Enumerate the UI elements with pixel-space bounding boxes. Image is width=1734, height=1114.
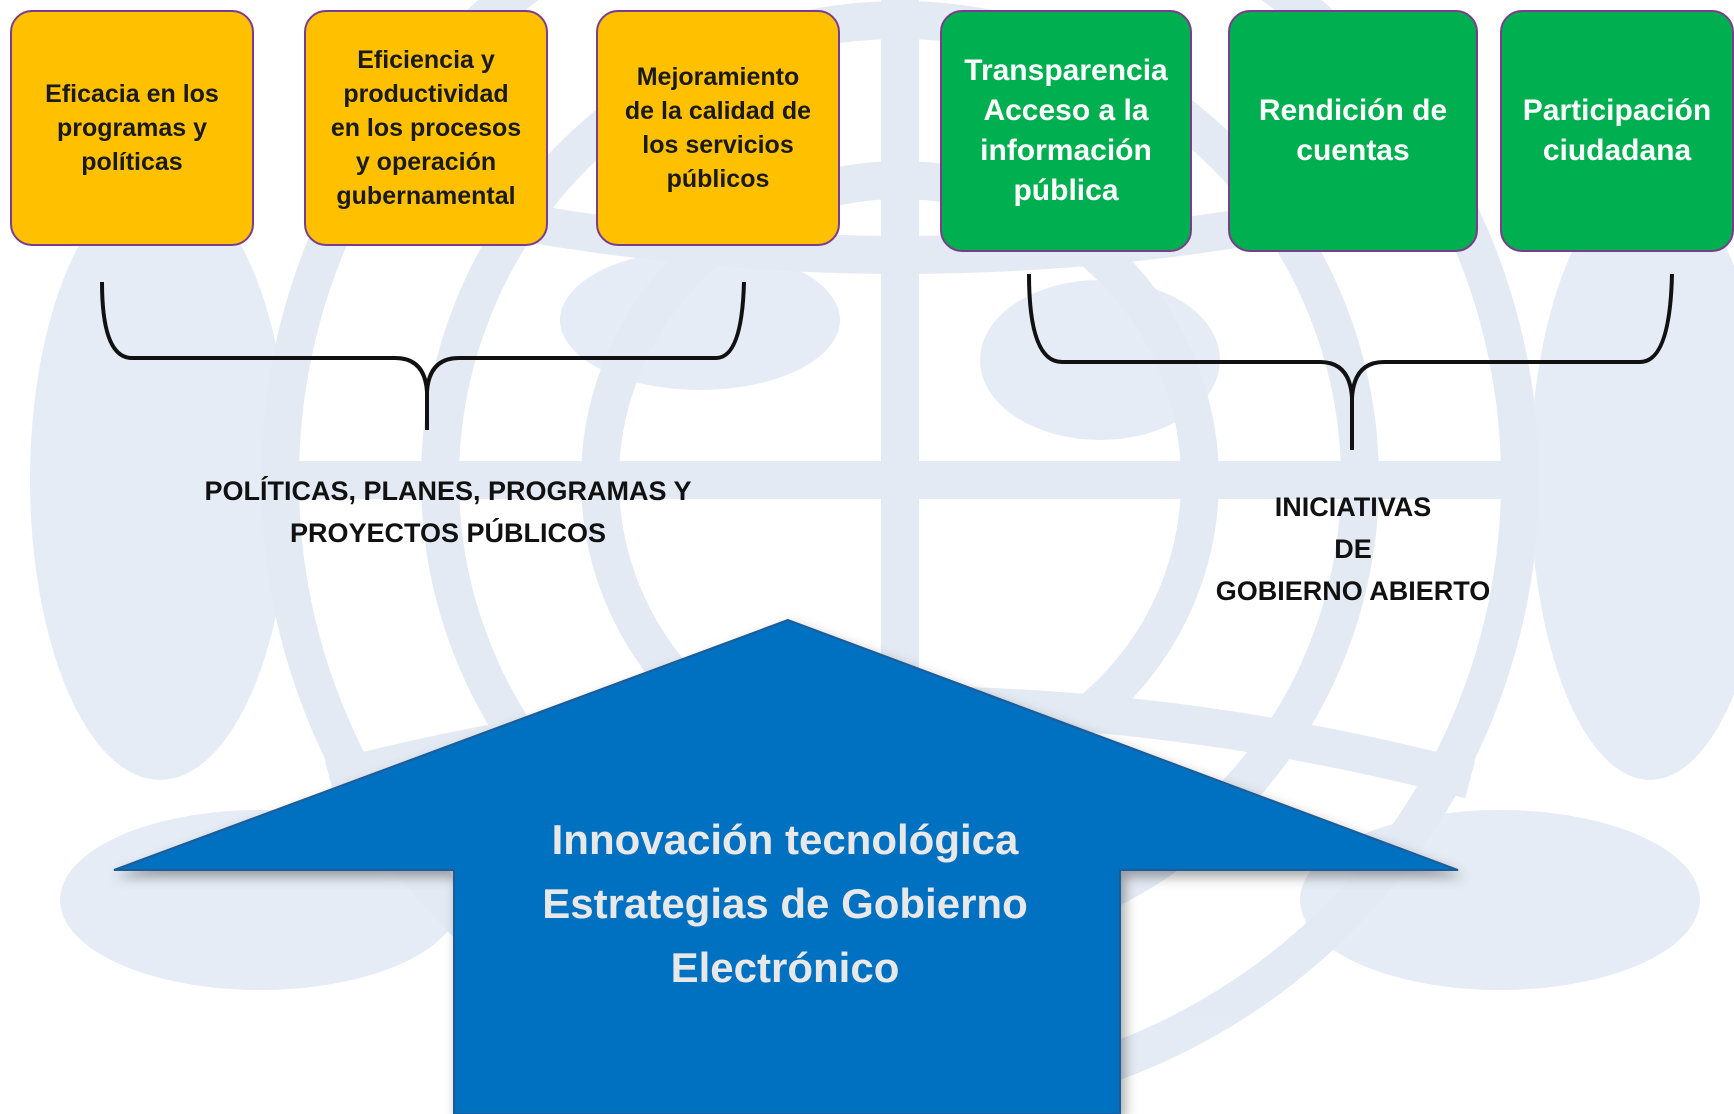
box-eficacia: Eficacia en los programas y políticas (10, 10, 254, 246)
box-eficacia-text: Eficacia en los programas y políticas (45, 80, 219, 176)
box-participacion: Participación ciudadana (1500, 10, 1734, 252)
box-participacion-text: Participación ciudadana (1522, 94, 1712, 167)
box-rendicion-text: Rendición de cuentas (1258, 94, 1448, 167)
box-rendicion: Rendición de cuentas (1228, 10, 1478, 252)
box-eficiencia: Eficiencia y productividad en los proces… (304, 10, 548, 246)
right-group-label: INICIATIVAS DE GOBIERNO ABIERTO (1215, 492, 1491, 606)
arrow-text: Innovación tecnológica Estrategias de Go… (542, 816, 1028, 991)
box-eficiencia-text: Eficiencia y productividad en los proces… (330, 46, 522, 210)
box-mejoramiento: Mejoramiento de la calidad de los servic… (596, 10, 840, 246)
box-transparencia-text: Transparencia Acceso a la información pú… (964, 54, 1168, 207)
box-mejoramiento-text: Mejoramiento de la calidad de los servic… (624, 63, 812, 193)
box-transparencia: Transparencia Acceso a la información pú… (940, 10, 1192, 252)
left-group-label: POLÍTICAS, PLANES, PROGRAMAS Y PROYECTOS… (204, 476, 692, 548)
